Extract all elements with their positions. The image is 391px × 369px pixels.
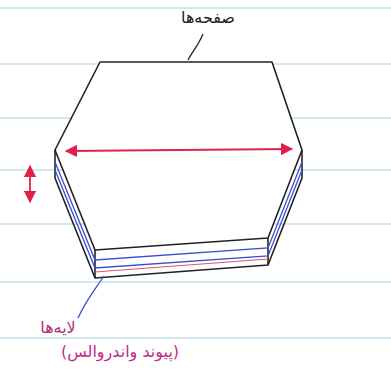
layer-label: لایه‌ها [38, 318, 77, 337]
width-arrow [66, 149, 292, 151]
leader-line [188, 34, 203, 60]
thickness-arrow [29, 166, 31, 202]
leader-line [78, 276, 104, 318]
face-label: صفحه‌ها [179, 8, 237, 27]
ruled-lines [0, 8, 391, 338]
prism-outline [55, 62, 302, 278]
bond-note: (پیوند واندروالس) [59, 342, 181, 361]
layer-lines [55, 162, 302, 268]
layer-line [95, 259, 268, 272]
